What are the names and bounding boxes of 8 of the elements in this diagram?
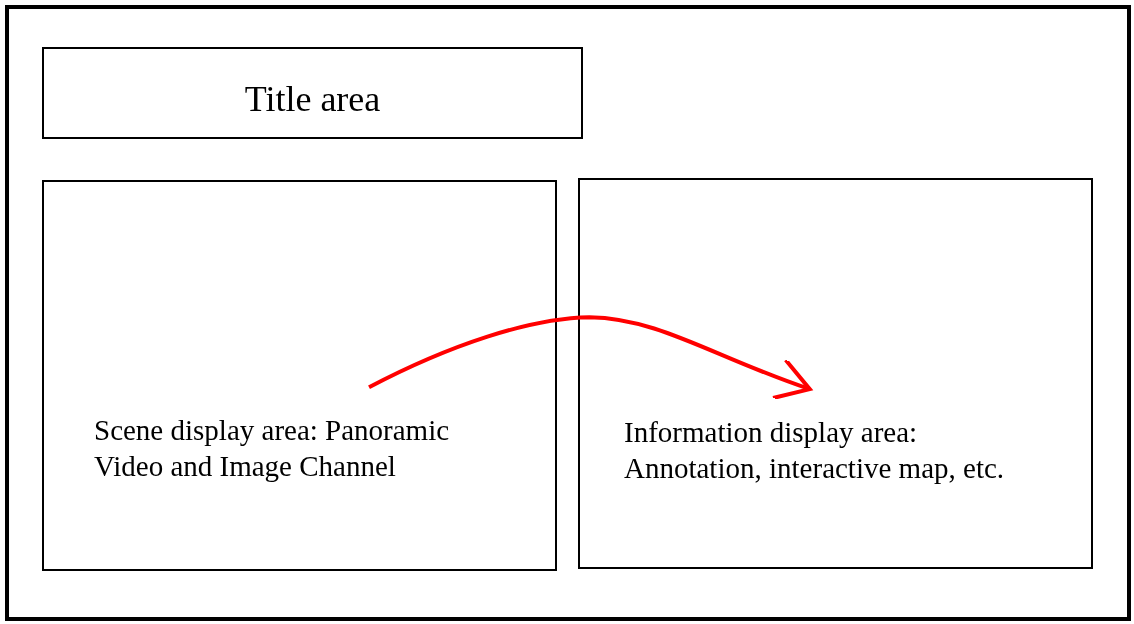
arrow <box>368 315 812 400</box>
panel-box <box>42 180 557 571</box>
screen-frame <box>5 5 1131 621</box>
area-description: Scene display area: Panoramic Video and Image Channel <box>94 413 451 485</box>
title-label: Title area <box>243 78 382 121</box>
panel-box <box>42 47 583 139</box>
area-description: Information display area: Annotation, interactive map, etc. <box>624 415 1006 487</box>
panel-box <box>578 178 1093 569</box>
